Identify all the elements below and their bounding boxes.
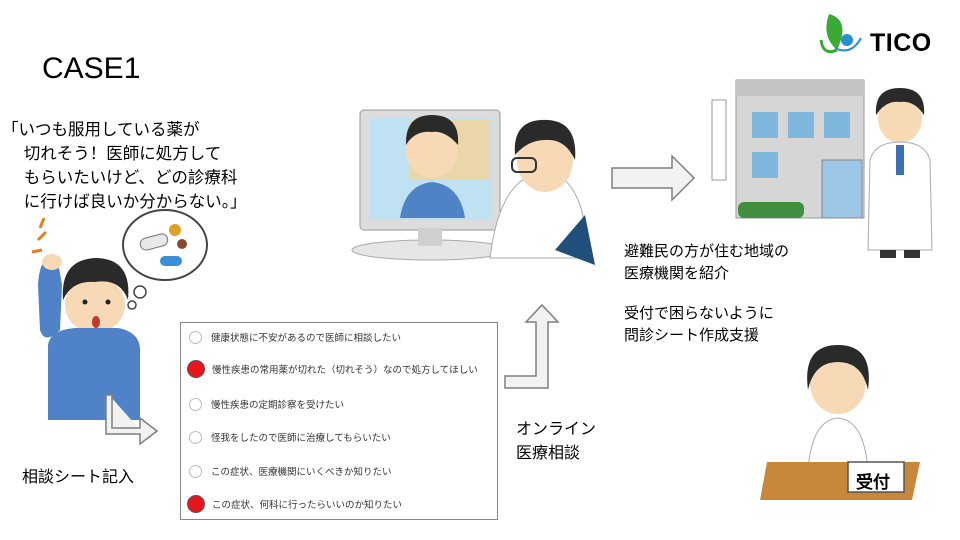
- sheet-option[interactable]: この症状、医療機関にいくべきか知りたい: [189, 464, 392, 478]
- consultation-sheet: 健康状態に不安があるので医師に相談したい 慢性疾患の常用薬が切れた（切れそう）な…: [180, 322, 498, 520]
- option-label: 怪我をしたので医師に治療してもらいたい: [211, 433, 391, 444]
- option-label: 慢性疾患の常用薬が切れた（切れそう）なので処方してほしい: [212, 365, 478, 376]
- online-consultation-caption: オンライン 医療相談: [516, 419, 597, 462]
- sheet-option[interactable]: 慢性疾患の定期診察を受けたい: [189, 397, 344, 411]
- sheet-option[interactable]: この症状、何科に行ったらいいのか知りたい: [187, 495, 403, 513]
- arrow-to-hospital: [611, 154, 696, 202]
- sheet-option[interactable]: 慢性疾患の常用薬が切れた（切れそう）なので処方してほしい: [187, 360, 478, 378]
- info-introduce-clinics: 避難民の方が住む地域の 医療機関を紹介: [624, 242, 790, 282]
- tico-logo: [815, 10, 950, 72]
- radio-button-selected[interactable]: [187, 360, 205, 378]
- reception-sign: 受付: [856, 473, 890, 493]
- radio-button[interactable]: [189, 330, 202, 344]
- option-label: この症状、医療機関にいくべきか知りたい: [211, 467, 392, 478]
- thought-bubble-illustration: [122, 209, 208, 310]
- option-label: 健康状態に不安があるので医師に相談したい: [211, 333, 402, 344]
- hospital-building-illustration: [711, 79, 865, 219]
- logo-text: TICO: [870, 29, 932, 57]
- option-label: 慢性疾患の定期診察を受けたい: [211, 400, 345, 411]
- patient-quote: 「いつも服用している薬が 切れそう！医師に処方して もらいたいけど、どの診療科 …: [2, 120, 247, 211]
- case-title: CASE1: [42, 52, 141, 85]
- arrow-to-online: [504, 303, 560, 389]
- radio-button[interactable]: [189, 430, 202, 444]
- radio-button-selected[interactable]: [187, 495, 205, 513]
- flow-arrows: [105, 154, 696, 446]
- sheet-caption: 相談シート記入: [22, 467, 135, 486]
- receptionist-illustration: [760, 345, 920, 500]
- info-sheet-support: 受付で困らないように 問診シート作成支援: [624, 304, 774, 344]
- leaf-logo-icon: [819, 14, 862, 54]
- option-label: この症状、何科に行ったらいいのか知りたい: [212, 500, 403, 511]
- radio-button[interactable]: [189, 397, 202, 411]
- worried-man-illustration: [31, 217, 140, 420]
- male-doctor-illustration: [867, 88, 933, 258]
- sheet-option[interactable]: 健康状態に不安があるので医師に相談したい: [189, 330, 401, 344]
- online-doctor-illustration: [351, 109, 595, 265]
- sheet-option[interactable]: 怪我をしたので医師に治療してもらいたい: [189, 430, 391, 444]
- radio-button[interactable]: [189, 464, 202, 478]
